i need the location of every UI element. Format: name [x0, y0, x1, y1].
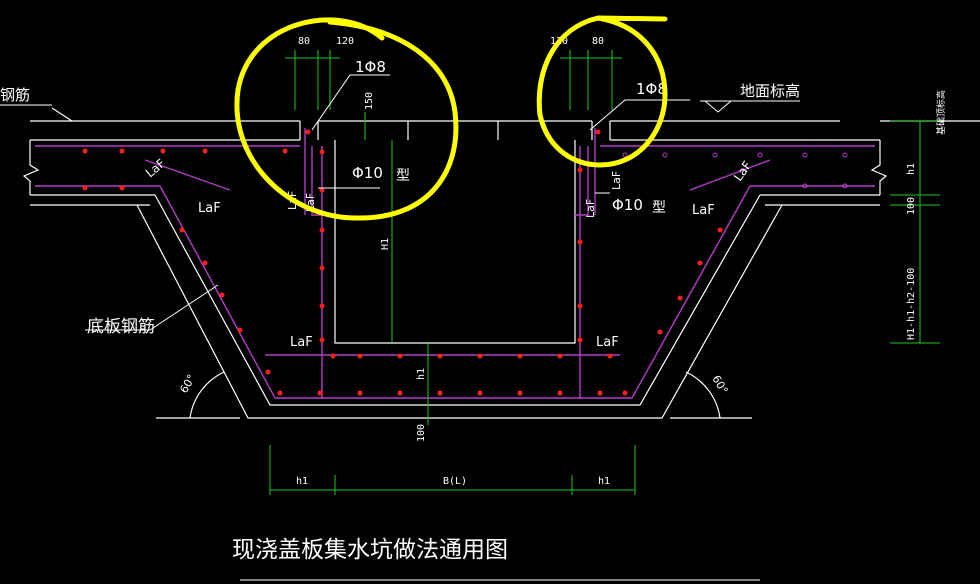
wall-rebar-left-type: 型: [396, 168, 410, 184]
dim-bottom-bl: B(L): [443, 476, 467, 487]
dim-150: 150: [364, 92, 375, 110]
angle-left-label: 60°: [177, 372, 198, 395]
dim-pit-h: H1: [380, 238, 391, 250]
dim-right-h1: h1: [906, 163, 917, 175]
wall-rebar-right-label: Φ10: [612, 196, 643, 214]
leader-lines: [0, 74, 800, 581]
laf-label: LaF: [731, 158, 755, 183]
dim-right-top-mark: 基础顶标高: [935, 90, 947, 135]
laf-label: LaF: [596, 335, 619, 350]
dim-120-left: 120: [336, 36, 354, 47]
dimension-lines: [269, 50, 940, 495]
rebar-dots: [82, 129, 723, 396]
highlight-circles: [234, 15, 668, 221]
wall-rebar-left-label: Φ10: [352, 164, 383, 182]
laf-label: LaF: [290, 335, 313, 350]
text-labels: 钢筋 底板钢筋 地面标高 1Φ8 1Φ8 Φ10 型 Φ10 型 LaF LaF…: [0, 58, 800, 563]
laf-label: LaF: [198, 201, 221, 216]
laf-label: LaF: [610, 171, 623, 190]
wall-rebar-right-type: 型: [652, 200, 666, 216]
dim-bottom-h1-left: h1: [296, 476, 308, 487]
dim-bottom-h1-right: h1: [598, 476, 610, 487]
cover-rebar-right-label: 1Φ8: [636, 80, 667, 98]
rebar-lines: [35, 128, 875, 399]
dim-bottom-100: 100: [416, 424, 427, 442]
top-rebar-label: 钢筋: [0, 86, 30, 104]
dim-80-right: 80: [592, 36, 604, 47]
laf-label: LaF: [143, 156, 168, 180]
laf-label: LaF: [584, 199, 597, 218]
drawing-title: 现浇盖板集水坑做法通用图: [232, 537, 508, 563]
dim-right-total: H1-h1-h2-100: [906, 268, 917, 340]
concrete-outline: [22, 107, 980, 419]
dim-80-left: 80: [298, 36, 310, 47]
laf-label: LaF: [692, 203, 715, 218]
highlight-circle-right: [536, 15, 668, 168]
highlight-circle-left: [234, 17, 459, 221]
dim-inner-h1: h1: [416, 368, 427, 380]
rebar-rings: [622, 152, 848, 189]
cover-rebar-left-label: 1Φ8: [355, 58, 386, 76]
bottom-rebar-label: 底板钢筋: [87, 317, 155, 337]
dim-right-100: 100: [906, 197, 917, 215]
angle-right-label: 60°: [709, 373, 730, 396]
ground-level-label: 地面标高: [740, 82, 800, 100]
